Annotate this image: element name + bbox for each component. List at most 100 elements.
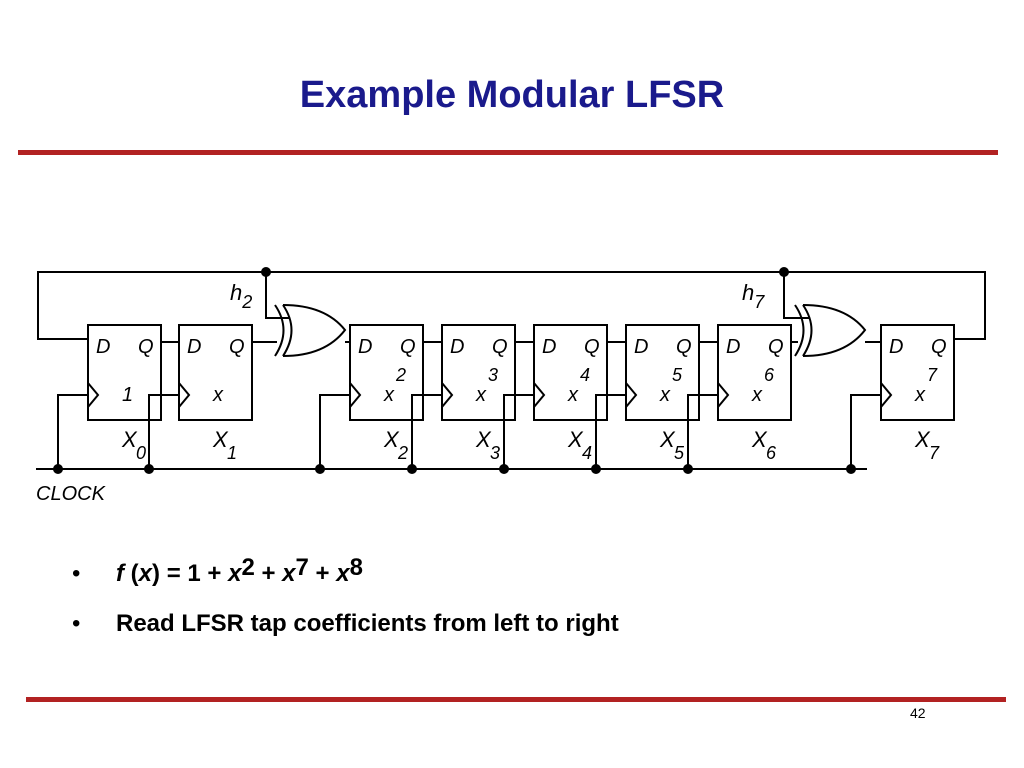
junction-dot <box>779 267 789 277</box>
term-power: 7 <box>927 365 938 385</box>
clock-input-icon <box>441 382 454 408</box>
term-label: x <box>567 384 579 406</box>
bullet-dot: • <box>72 560 81 587</box>
flip-flop-box <box>533 324 608 421</box>
tap-wire-h2 <box>265 272 289 319</box>
flip-flop-box <box>349 324 424 421</box>
clock-input-icon <box>178 382 191 408</box>
output-label: X <box>567 427 584 452</box>
d-input-label: D <box>358 336 372 358</box>
flip-flop-box <box>880 324 955 421</box>
junction-dot <box>261 267 271 277</box>
clock-drop-wire <box>148 394 179 469</box>
q-output-label: Q <box>229 336 245 358</box>
bullet-polynomial: • f (x) = 1 + x2 + x7 + x8 <box>72 554 363 587</box>
term-power: 6 <box>764 365 775 385</box>
output-subscript: 4 <box>582 443 592 463</box>
output-subscript: 3 <box>490 443 500 463</box>
clock-drop-wire <box>503 394 534 469</box>
output-label: X <box>475 427 492 452</box>
output-subscript: 7 <box>929 443 940 463</box>
output-subscript: 1 <box>227 443 237 463</box>
clock-drop-wire <box>850 394 881 469</box>
output-subscript: 2 <box>397 443 408 463</box>
d-input-label: D <box>96 336 110 358</box>
clock-drop-wire <box>595 394 626 469</box>
xor-gate-h2 <box>274 304 347 357</box>
data-wires <box>53 341 881 474</box>
output-label: X <box>659 427 676 452</box>
junction-dot <box>407 464 417 474</box>
tap-wire-h7 <box>783 272 809 319</box>
clock-input-icon <box>349 382 362 408</box>
junction-dot <box>499 464 509 474</box>
flip-flop-box <box>625 324 700 421</box>
term-power: 2 <box>395 365 406 385</box>
junction-dot <box>846 464 856 474</box>
flip-flop-box <box>717 324 792 421</box>
junction-dot <box>144 464 154 474</box>
q-output-label: Q <box>584 336 600 358</box>
tap-label-h7: h7 <box>742 280 765 312</box>
clock-drop-wire <box>57 394 88 469</box>
output-subscript: 0 <box>136 443 146 463</box>
bullet-dot: • <box>72 610 81 637</box>
d-input-label: D <box>450 336 464 358</box>
slide-title: Example Modular LFSR <box>299 74 725 116</box>
d-input-label: D <box>889 336 903 358</box>
d-input-label: D <box>726 336 740 358</box>
page-number: 42 <box>910 705 926 721</box>
d-input-label: D <box>187 336 201 358</box>
output-label: X <box>383 427 400 452</box>
q-output-label: Q <box>676 336 692 358</box>
output-label: X <box>751 427 768 452</box>
bullet-read-taps: • Read LFSR tap coefficients from left t… <box>72 610 619 637</box>
flip-flop-box <box>441 324 516 421</box>
term-label: x <box>212 384 224 406</box>
d-input-label: D <box>542 336 556 358</box>
d-input-label: D <box>634 336 648 358</box>
clock-drop-wire <box>687 394 718 469</box>
q-output-label: Q <box>492 336 508 358</box>
output-label: X <box>121 427 138 452</box>
clock-input-icon <box>87 382 100 408</box>
term-label: x <box>914 384 926 406</box>
q-output-label: Q <box>931 336 947 358</box>
junction-dot <box>683 464 693 474</box>
clock-input-icon <box>717 382 730 408</box>
junction-dot <box>591 464 601 474</box>
flip-flop-box <box>178 324 253 421</box>
flip-flop-0: D Q 1X0 <box>87 324 162 463</box>
output-label: X <box>914 427 931 452</box>
term-label: x <box>383 384 395 406</box>
output-label: X <box>212 427 229 452</box>
q-output-label: Q <box>400 336 416 358</box>
term-power: 3 <box>488 365 498 385</box>
clock-drop-wire <box>319 394 350 469</box>
term-power: 5 <box>672 365 683 385</box>
junction-dot <box>53 464 63 474</box>
clock-label: CLOCK <box>36 483 107 505</box>
term-power: 4 <box>580 365 590 385</box>
bottom-divider <box>26 697 1006 702</box>
output-subscript: 5 <box>674 443 685 463</box>
q-output-label: Q <box>768 336 784 358</box>
tap-label-h2: h2 <box>230 280 252 312</box>
term-label: 1 <box>122 384 133 406</box>
clock-input-icon <box>533 382 546 408</box>
clock-drop-wire <box>411 394 442 469</box>
junction-dot <box>315 464 325 474</box>
bullet-list: • f (x) = 1 + x2 + x7 + x8 • Read LFSR t… <box>72 554 619 660</box>
q-output-label: Q <box>138 336 154 358</box>
term-label: x <box>751 384 763 406</box>
output-subscript: 6 <box>766 443 777 463</box>
clock-input-icon <box>625 382 638 408</box>
